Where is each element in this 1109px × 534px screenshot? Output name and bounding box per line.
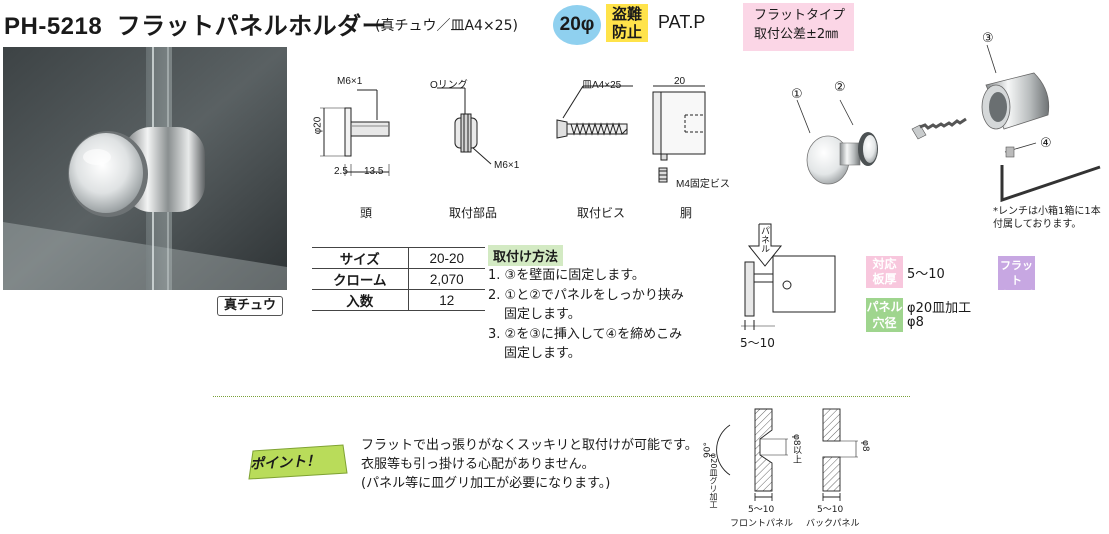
photo-caption: 真チュウ — [217, 296, 283, 316]
wrench-note-line1: *レンチは小箱1箱に1本 — [993, 206, 1101, 217]
method-step: 2. ①と②でパネルをしっかり挟み — [488, 287, 684, 303]
front-counterbore: φ20皿グリ加工 — [709, 453, 718, 509]
method-list: 1. ③を壁面に固定します。 2. ①と②でパネルをしっかり挟み 固定します。 … — [488, 266, 718, 364]
panel-diagrams — [716, 408, 858, 501]
head-dim-b: 13.5 — [364, 166, 384, 177]
hole-tag-line2: 穴径 — [872, 316, 897, 330]
assembly-illustration — [796, 44, 1101, 203]
front-range: 5〜10 — [748, 505, 775, 515]
hole-value-1: φ20皿加工 — [907, 301, 972, 316]
point-badge: ポイント！ — [249, 453, 321, 473]
point-line2: 衣服等も引っ掛ける心配がありません。 — [361, 457, 595, 472]
method-step: 固定します。 — [504, 346, 581, 361]
product-photo — [3, 47, 287, 290]
model-number: PH-5218 — [4, 13, 103, 40]
anti-theft-badge: 盗難 防止 — [606, 4, 648, 42]
assembly-num-2: ② — [834, 80, 846, 95]
table-row: サイズ 20-20 — [312, 247, 485, 269]
type-tag-line1: フラット — [1000, 259, 1033, 287]
product-name: フラットパネルホルダー — [116, 13, 387, 40]
method-step: 1. ③を壁面に固定します。 — [488, 268, 645, 283]
product-photo-image — [3, 47, 287, 290]
fitting-oring-dim: Oリング — [430, 80, 468, 91]
table-row: クローム 2,070 — [312, 268, 485, 290]
point-badge-shape — [248, 444, 348, 480]
diameter-badge: 20φ — [553, 5, 601, 45]
head-label: 頭 — [359, 206, 372, 220]
section-divider — [213, 396, 910, 397]
fitting-label: 取付部品 — [448, 206, 497, 220]
install-range: 5〜10 — [740, 336, 775, 350]
type-tag-line2: タイプ — [1000, 289, 1033, 302]
head-dim-a: 2.5 — [334, 166, 348, 177]
fitting-thread-dim: M6×1 — [494, 160, 520, 171]
install-diagram — [741, 223, 836, 330]
assembly-num-4: ④ — [1040, 136, 1052, 151]
spec-value: 2,070 — [408, 268, 485, 290]
screw-drawing — [556, 85, 633, 139]
product-title: PH-5218 フラットパネルホルダー — [4, 6, 386, 41]
back-hole: φ8 — [860, 440, 870, 452]
anti-theft-line1: 盗難 — [611, 5, 642, 23]
spec-box-line2: 取付公差±2㎜ — [754, 27, 839, 42]
back-range: 5〜10 — [817, 505, 844, 515]
method-title: 取付け方法 — [488, 245, 564, 266]
wrench-note-line2: 付属しております。 — [993, 219, 1082, 230]
screw-label: 取付ビス — [576, 206, 625, 220]
body-label: 胴 — [679, 206, 692, 220]
front-panel-label: フロントパネル — [730, 519, 794, 529]
spec-key: クローム — [312, 268, 409, 290]
point-line3: (パネル等に皿グリ加工が必要になります。) — [361, 476, 611, 491]
table-row: 入数 12 — [312, 289, 485, 311]
hole-tag: パネル 穴径 — [866, 298, 903, 332]
spec-value: 20-20 — [408, 247, 485, 269]
part-drawings — [320, 85, 706, 183]
method-step: 3. ②を③に挿入して④を締めこみ — [488, 326, 683, 342]
screw-dim: 皿A4×25 — [582, 80, 622, 91]
body-length-dim: 20 — [674, 76, 686, 87]
spec-value: 12 — [408, 289, 485, 311]
method-step: 固定します。 — [504, 307, 581, 322]
body-drawing — [652, 85, 706, 183]
anti-theft-line2: 防止 — [611, 23, 642, 41]
assembly-num-1: ① — [791, 87, 803, 102]
thickness-tag-line2: 板厚 — [872, 272, 897, 286]
front-hole: φ8以上 — [791, 434, 801, 464]
head-drawing — [320, 89, 390, 176]
product-subtitle: (真チュウ／皿A4×25) — [375, 18, 518, 34]
thickness-value: 5〜10 — [907, 267, 945, 282]
assembly-num-3: ③ — [982, 31, 994, 46]
wrench-note: *レンチは小箱1箱に1本 付属しております。 — [993, 205, 1108, 231]
back-panel-label: バックパネル — [806, 519, 860, 529]
fitting-drawing — [437, 87, 492, 165]
spec-table: サイズ 20-20 クローム 2,070 入数 12 — [312, 247, 485, 311]
spec-box: フラットタイプ 取付公差±2㎜ — [743, 3, 854, 51]
patent-label: PAT.P — [658, 12, 706, 32]
spec-box-line1: フラットタイプ — [754, 8, 846, 23]
spec-key: 入数 — [312, 289, 409, 311]
hole-value-2: φ8 — [907, 315, 924, 330]
body-screw-dim: M4固定ビス — [676, 179, 730, 190]
point-text: フラットで出っ張りがなくスッキリと取付けが可能です。 衣服等も引っ掛ける心配があ… — [361, 436, 698, 493]
hole-tag-line1: パネル — [866, 300, 903, 314]
point-line1: フラットで出っ張りがなくスッキリと取付けが可能です。 — [361, 438, 698, 453]
head-diameter-dim: φ20 — [312, 116, 324, 135]
install-panel-label: パネル — [759, 226, 769, 253]
type-tag: フラット タイプ — [998, 256, 1035, 302]
spec-key: サイズ — [312, 247, 409, 269]
thickness-tag-line1: 対応 — [872, 257, 897, 271]
head-thread-dim: M6×1 — [337, 76, 363, 87]
thickness-tag: 対応 板厚 — [866, 256, 903, 288]
